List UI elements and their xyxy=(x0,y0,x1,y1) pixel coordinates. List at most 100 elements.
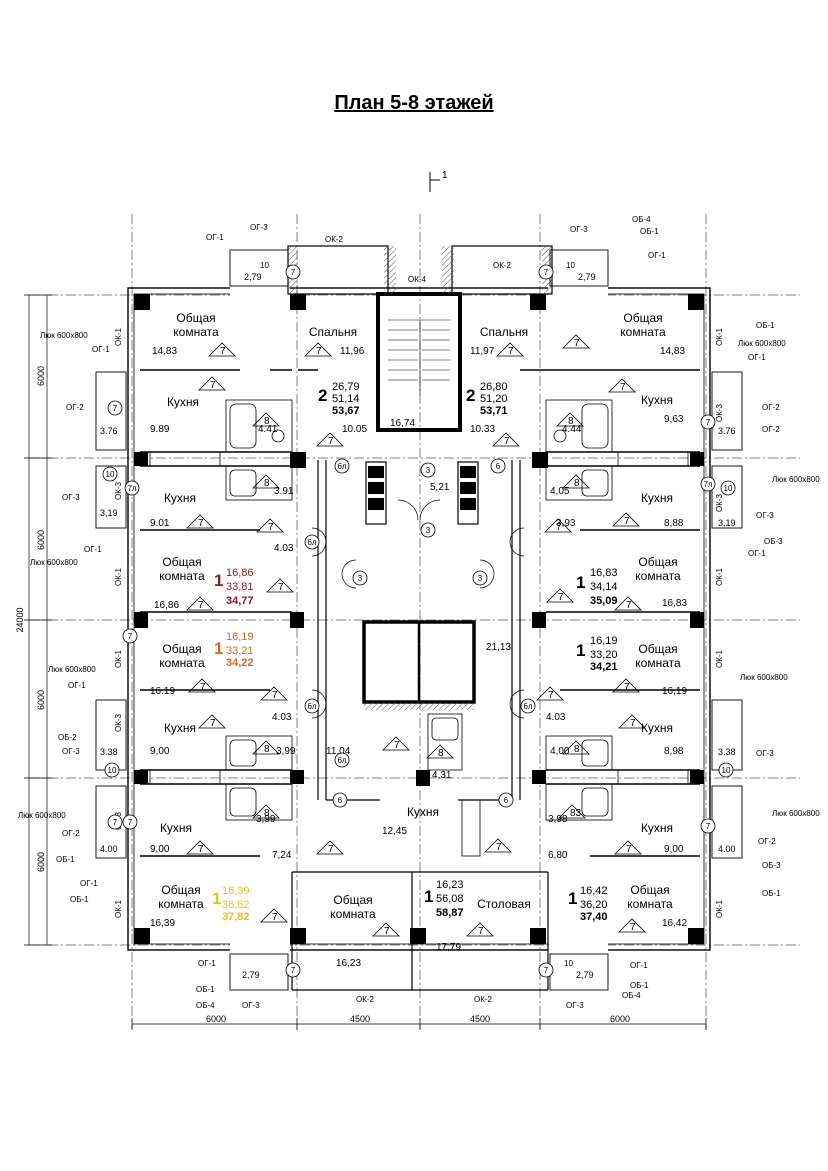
svg-text:36,62: 36,62 xyxy=(222,899,250,911)
finish-triangle: 7 xyxy=(544,518,572,533)
finish-triangle: 7 xyxy=(260,908,288,923)
circled-tag: 10 xyxy=(720,480,736,496)
finish-triangle-label: 8 xyxy=(574,478,580,489)
circled-tag: 10 xyxy=(104,762,120,778)
circled-tag: 6л xyxy=(304,534,320,550)
svg-text:Люк 600х800: Люк 600х800 xyxy=(738,339,786,348)
finish-triangle: 8 xyxy=(562,740,590,755)
svg-text:ОК-3: ОК-3 xyxy=(114,481,123,500)
circled-tag: 3 xyxy=(352,570,368,586)
svg-text:1: 1 xyxy=(214,571,223,590)
svg-text:ОК-1: ОК-1 xyxy=(114,327,123,346)
circled-tag: 3 xyxy=(472,570,488,586)
circled-tag-label: 3 xyxy=(426,466,431,475)
svg-text:37,40: 37,40 xyxy=(580,911,608,923)
svg-text:ОГ-1: ОГ-1 xyxy=(630,961,648,970)
svg-text:ОК-3: ОК-3 xyxy=(114,713,123,732)
svg-text:Общая: Общая xyxy=(333,893,372,907)
svg-text:комната: комната xyxy=(620,325,666,339)
circled-tag: 7 xyxy=(285,962,301,978)
svg-text:3,98: 3,98 xyxy=(548,814,568,825)
finish-triangle: 7 xyxy=(186,596,214,611)
svg-text:ОБ-4: ОБ-4 xyxy=(622,991,641,1000)
apartment-bc: 1 16,23 56,08 58,87 xyxy=(424,879,464,919)
svg-text:1: 1 xyxy=(576,573,585,592)
finish-triangle-label: 7 xyxy=(268,522,274,533)
finish-triangle: 7 xyxy=(618,714,646,729)
loggia-right-3: 3.38 xyxy=(718,747,736,757)
finish-triangle: 7 xyxy=(260,686,288,701)
finish-triangle: 7 xyxy=(612,678,640,693)
svg-text:ОБ-1: ОБ-1 xyxy=(56,855,75,864)
finish-triangle: 7 xyxy=(266,578,294,593)
dim-bottom-1: 6000 xyxy=(206,1014,226,1024)
finish-triangle: 7 xyxy=(546,588,574,603)
svg-text:16,42: 16,42 xyxy=(662,918,687,929)
svg-text:ОГ-3: ОГ-3 xyxy=(62,493,80,502)
finish-triangle-label: 7 xyxy=(630,922,636,933)
svg-text:ОК-1: ОК-1 xyxy=(114,899,123,918)
svg-text:1: 1 xyxy=(576,641,585,660)
window-tags-left: ОГ-1 ОГ-2 ОГ-3 ОГ-1 ОГ-1 ОБ-2 ОГ-3 ОГ-2 … xyxy=(56,327,123,918)
finish-triangle-label: 7 xyxy=(508,346,514,357)
balcony-br: ОГ-1 ОБ-1 ОБ-4 ОГ-3 10 2,79 xyxy=(564,959,649,1010)
finish-triangle-label: 7 xyxy=(630,718,636,729)
svg-text:1: 1 xyxy=(424,887,433,906)
svg-text:53,67: 53,67 xyxy=(332,405,360,417)
svg-text:ОК-1: ОК-1 xyxy=(715,649,724,668)
finish-triangle: 8 xyxy=(252,804,280,819)
finish-triangle-label: 7 xyxy=(210,380,216,391)
circled-tag-label: 7 xyxy=(128,818,133,827)
svg-text:16.19: 16.19 xyxy=(150,686,175,697)
svg-text:53,71: 53,71 xyxy=(480,405,508,417)
circled-tag: 7 xyxy=(122,814,138,830)
finish-triangle-label: 7 xyxy=(626,844,632,855)
svg-text:ОБ-3: ОБ-3 xyxy=(764,537,783,546)
svg-text:7,24: 7,24 xyxy=(272,850,292,861)
circled-tag-label: 10 xyxy=(108,766,117,775)
svg-text:Люк 600х800: Люк 600х800 xyxy=(772,809,820,818)
svg-text:9,00: 9,00 xyxy=(150,746,170,757)
svg-text:26,79: 26,79 xyxy=(332,381,360,393)
finish-triangle: 7 xyxy=(208,342,236,357)
finish-triangle: 7 xyxy=(612,512,640,527)
svg-text:36,20: 36,20 xyxy=(580,899,608,911)
finish-triangle-label: 8 xyxy=(264,416,270,427)
lift-shafts xyxy=(368,466,476,510)
finish-triangle: 7 xyxy=(496,342,524,357)
finish-triangle: 7 xyxy=(466,922,494,937)
svg-text:ОБ-4: ОБ-4 xyxy=(196,1001,215,1010)
svg-text:Кухня: Кухня xyxy=(164,721,196,735)
svg-text:1: 1 xyxy=(212,889,221,908)
finish-triangle: 8 xyxy=(556,412,584,427)
finish-triangle: 7 xyxy=(316,432,344,447)
svg-text:ОГ-2: ОГ-2 xyxy=(62,829,80,838)
svg-text:Кухня: Кухня xyxy=(641,491,673,505)
svg-text:1: 1 xyxy=(214,639,223,658)
svg-text:комната: комната xyxy=(635,569,681,583)
loggia-left-3: 3.38 xyxy=(100,747,118,757)
svg-text:3,99: 3,99 xyxy=(256,814,276,825)
svg-text:Кухня: Кухня xyxy=(641,821,673,835)
finish-triangle: 7 xyxy=(484,838,512,853)
dim-side-2: 6000 xyxy=(36,530,46,550)
svg-text:3,93: 3,93 xyxy=(556,518,576,529)
circled-tag: 7 xyxy=(538,962,554,978)
circled-tag: 6 xyxy=(498,792,514,808)
page-title: План 5-8 этажей xyxy=(334,92,494,114)
svg-text:комната: комната xyxy=(627,897,673,911)
outer-wall-notches xyxy=(230,285,608,953)
balcony-bl: ОГ-1 ОБ-1 ОБ-4 ОГ-3 2,79 xyxy=(196,959,260,1010)
svg-text:ОГ-1: ОГ-1 xyxy=(748,549,766,558)
svg-text:56,08: 56,08 xyxy=(436,893,464,905)
section-mark: 1 xyxy=(429,170,448,192)
balcony-tl: ОГ-1 ОГ-3 10 2,79 xyxy=(206,223,269,282)
finish-triangle-label: 7 xyxy=(200,682,206,693)
svg-text:9.89: 9.89 xyxy=(150,424,170,435)
apartment-mr1: 1 16,83 34,14 35,09 xyxy=(576,567,618,607)
svg-text:4.41: 4.41 xyxy=(258,424,278,435)
svg-text:ОГ-1: ОГ-1 xyxy=(748,353,766,362)
svg-text:2,79: 2,79 xyxy=(244,272,262,282)
